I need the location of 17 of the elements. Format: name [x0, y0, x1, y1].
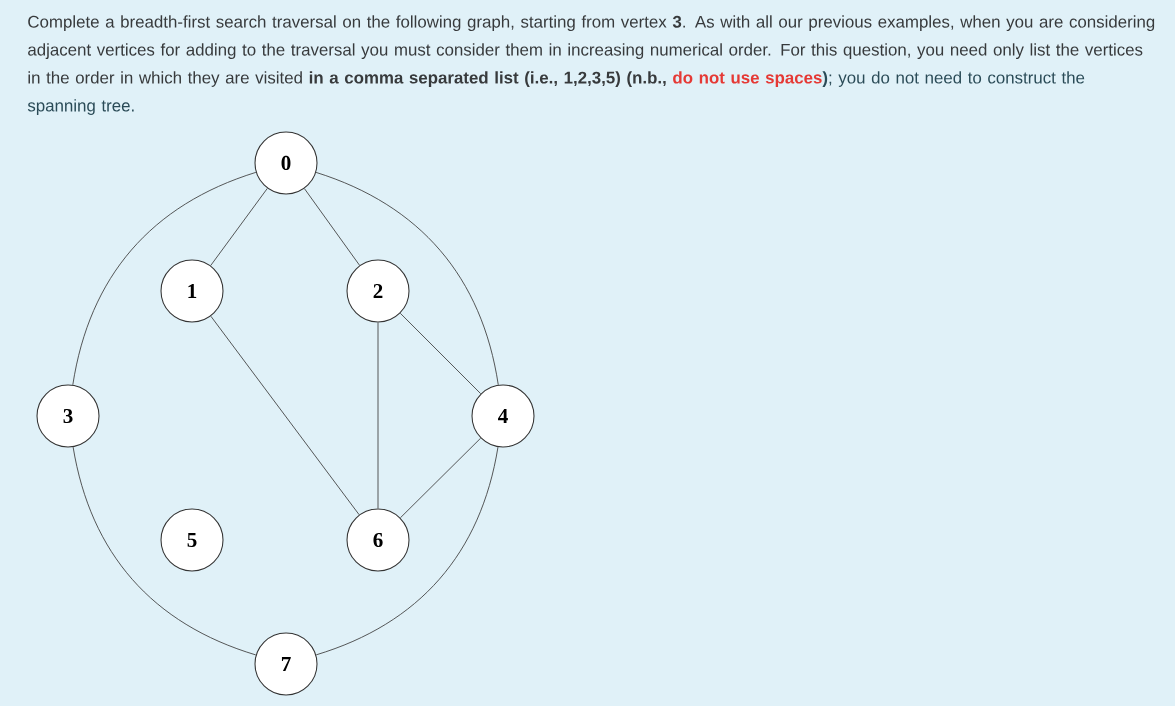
- graph-edge: [315, 446, 499, 656]
- graph-edge: [210, 187, 268, 266]
- label: adjacent vertices for adding to the traversal you must consider them in increasing numerical order. For this question, you need only list the vertices: [28, 43, 1143, 59]
- graph-edge: [72, 171, 257, 386]
- label: do not use spaces: [673, 71, 822, 87]
- graph-edge: [72, 446, 257, 656]
- graph-edge: [399, 437, 482, 519]
- graph-edge: [315, 171, 499, 386]
- question-text: Complete a breadth-first search traversal on the following graph, starting from vertex 3. As with all our previous examples, when you are considering adjacent vertices for adding to the traversal you must consider them in increasing numerical order. For this question, you need only list the vertices in the order in which they are visited in a comma separated list (i.e., 1,2,3,5) (n.b., do not use spaces); you do not need to construct the spanning tree.: [27, 15, 1155, 115]
- label: spanning tree.: [27, 99, 134, 115]
- graph-edge: [210, 315, 360, 516]
- graph-edge: [399, 312, 482, 395]
- label: Complete a breadth-first search traversal on the following graph, starting from vertex 3. As with all our previous examples, when you are considering: [28, 15, 1155, 32]
- label: in the order in which they are visited in a comma separated list (i.e., 1,2,3,5) (n.b.,: [28, 71, 666, 87]
- graph-edge: [303, 188, 361, 266]
- label: ); you do not need to construct the: [822, 71, 1085, 87]
- graph-edge: [377, 322, 379, 509]
